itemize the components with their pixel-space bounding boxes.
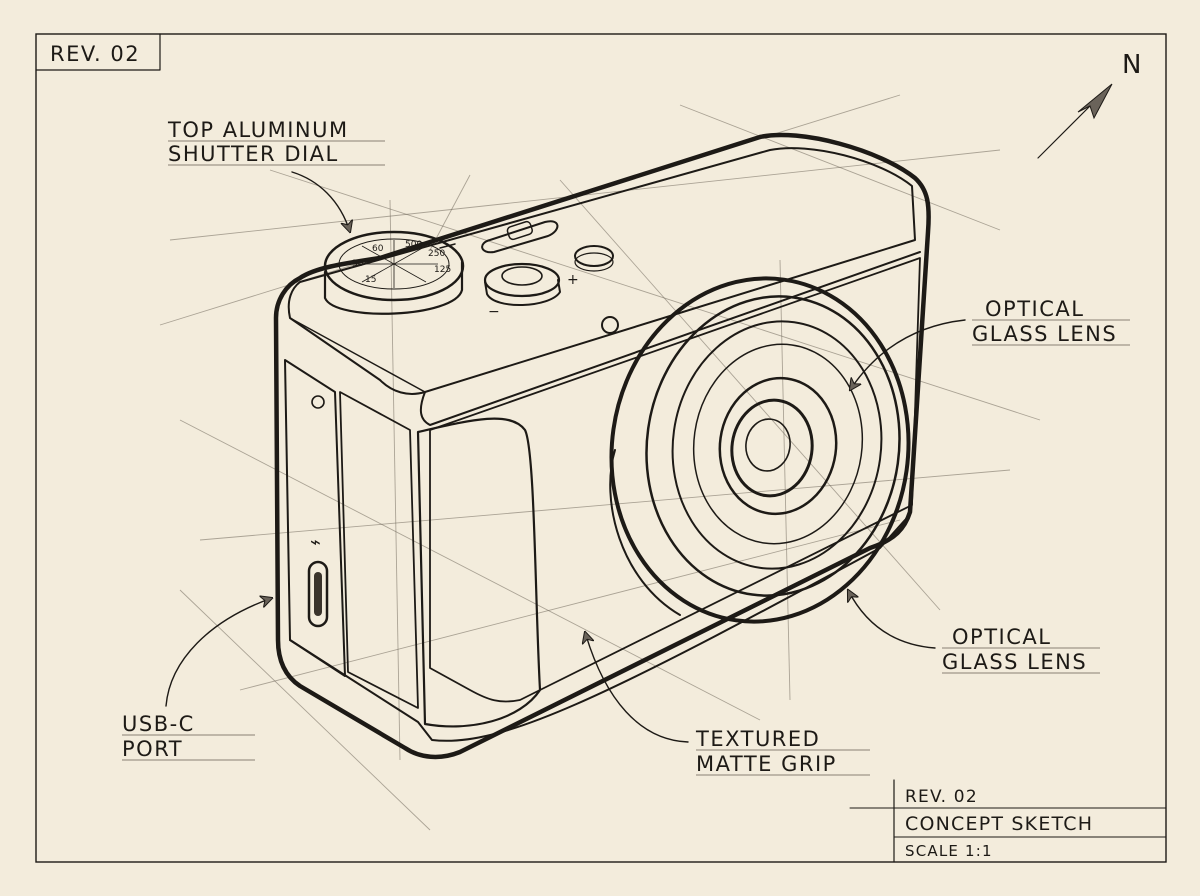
compass-arrow-icon xyxy=(1077,83,1113,120)
svg-text:+: + xyxy=(567,272,579,288)
title-block-title: CONCEPT SKETCH xyxy=(905,813,1093,835)
sheet-border xyxy=(35,33,1167,863)
compass-north-label: N xyxy=(1122,50,1143,80)
usb-c-port xyxy=(307,560,329,628)
self-timer-lamp xyxy=(601,316,619,334)
svg-text:−: − xyxy=(488,304,500,320)
revision-box: REV. 02 xyxy=(35,33,161,71)
svg-text:250: 250 xyxy=(428,249,445,259)
shutter-dial-label-line1: TOP ALUMINUM xyxy=(167,118,349,142)
title-block: REV. 02 CONCEPT SKETCH SCALE 1:1 xyxy=(849,779,1167,863)
callout-lens-top: OPTICAL GLASS LENS xyxy=(850,297,1130,390)
svg-text:500: 500 xyxy=(405,240,422,250)
svg-text:60: 60 xyxy=(372,244,384,254)
top-controls: + − xyxy=(439,220,614,320)
usb-label-line1: USB-C xyxy=(122,712,195,736)
strap-eyelet xyxy=(311,395,325,409)
grip-label-line1: TEXTURED xyxy=(695,727,820,751)
lens-assembly xyxy=(609,276,911,624)
lens-bottom-label-line1: OPTICAL xyxy=(952,625,1051,649)
svg-text:15: 15 xyxy=(365,275,376,285)
lens-top-label-line1: OPTICAL xyxy=(985,297,1084,321)
grip-label-line2: MATTE GRIP xyxy=(696,752,837,776)
camera-body: ⌁ xyxy=(273,132,931,760)
callout-lens-bottom: OPTICAL GLASS LENS xyxy=(848,590,1100,674)
callout-grip: TEXTURED MATTE GRIP xyxy=(585,632,870,776)
lens-bottom-label-line2: GLASS LENS xyxy=(942,650,1087,674)
callout-shutter-dial: TOP ALUMINUM SHUTTER DIAL xyxy=(167,118,385,232)
usb-label-line2: PORT xyxy=(122,737,183,761)
shutter-dial-label-line2: SHUTTER DIAL xyxy=(168,142,339,166)
svg-text:30: 30 xyxy=(352,259,364,269)
north-compass: N xyxy=(1037,50,1143,159)
usb-symbol-icon: ⌁ xyxy=(310,532,321,553)
svg-text:125: 125 xyxy=(434,265,451,275)
title-block-revision: REV. 02 xyxy=(905,787,978,807)
callout-usb: USB-C PORT xyxy=(122,598,272,761)
revision-corner-text: REV. 02 xyxy=(50,42,140,66)
title-block-scale: SCALE 1:1 xyxy=(905,842,993,860)
lens-top-label-line2: GLASS LENS xyxy=(972,322,1117,346)
